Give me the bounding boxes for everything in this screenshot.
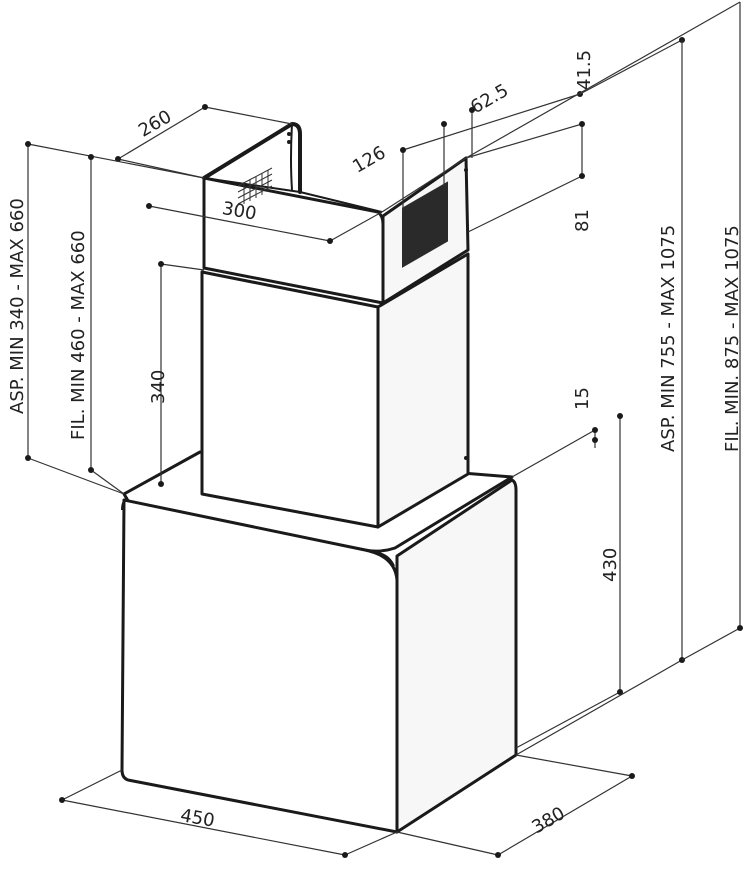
dimension-labels: 260 300 126 62.5 41.5 81 340 ASP. MIN 34… [7,50,743,838]
label-outlet-gap: 62.5 [467,80,512,118]
label-aspiration-total: ASP. MIN 755 - MAX 1075 [658,225,679,452]
vent-slots-side [402,181,448,268]
label-chimney-height: 340 [148,370,169,404]
hood-front-face [120,498,399,834]
label-outlet-height: 81 [572,209,593,232]
dimension-lines [25,1,743,858]
chimney-side-lower [376,252,470,529]
chimney-front-lower [200,270,380,529]
label-outlet-offset: 126 [349,142,389,177]
hood-side-face [395,478,518,834]
label-filter-chimney: FIL. MIN 460 - MAX 660 [68,230,89,440]
vent-slots-back [237,167,273,205]
label-aspiration-chimney: ASP. MIN 340 - MAX 660 [7,198,28,414]
label-bottom-offset: 15 [572,387,593,410]
chimney-back-flange [202,122,302,194]
label-top-offset: 41.5 [574,50,595,90]
chimney [200,122,470,529]
label-filter-total: FIL. MIN. 875 - MAX 1075 [722,225,743,452]
label-hood-height: 430 [600,548,621,582]
label-hood-width: 450 [179,805,216,832]
hood-body [120,450,518,834]
